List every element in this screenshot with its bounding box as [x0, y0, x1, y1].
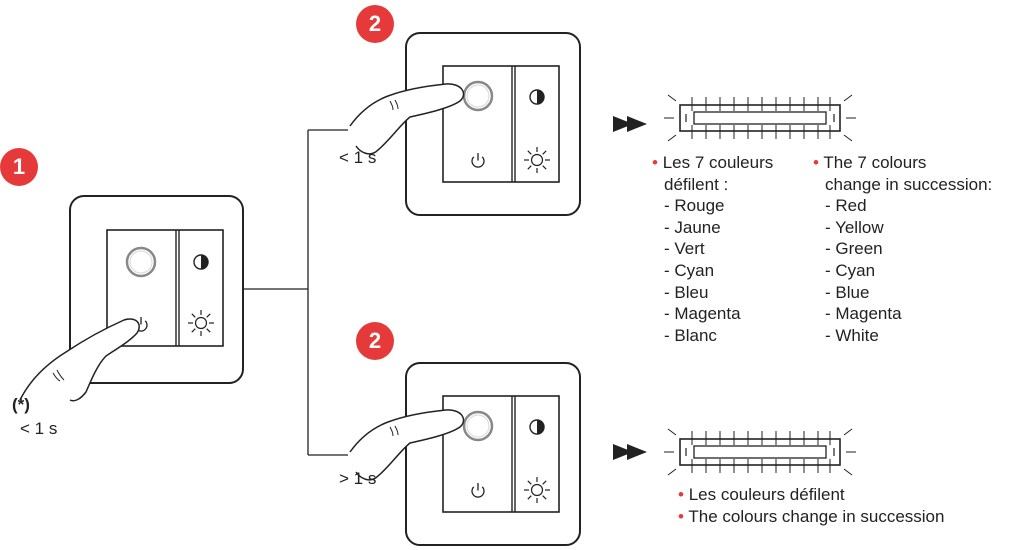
switch-1 — [19, 195, 244, 402]
list-item: - Green — [825, 239, 883, 259]
double-arrow-icon — [613, 116, 647, 132]
list-item: - Cyan — [825, 260, 876, 280]
connector-lines — [243, 129, 348, 456]
bullet: • — [678, 506, 684, 526]
short-press-label-1: < 1 s — [20, 419, 58, 438]
long-press-label: > 1 s — [339, 469, 377, 488]
finger-icon — [349, 409, 465, 481]
french-colour-list: • Les 7 couleurs défilent : - Rouge - Ja… — [652, 152, 773, 346]
list-item: - Blanc — [664, 325, 717, 345]
step-badge-2b: 2 — [356, 322, 394, 360]
list-item: - Magenta — [825, 304, 902, 324]
bullet: • — [678, 485, 684, 504]
led-strip-icon — [663, 94, 857, 142]
list-item: - Rouge — [664, 196, 725, 216]
french-heading-line2: défilent : — [664, 174, 729, 194]
indicator-ring-icon — [462, 410, 494, 442]
english-heading-line1: The 7 colours — [823, 153, 927, 172]
double-arrow-icon — [613, 444, 647, 460]
finger-icon — [349, 83, 465, 155]
finger-icon — [19, 318, 140, 402]
step-badge-2a: 2 — [356, 5, 394, 43]
short-press-label-2: < 1 s — [339, 148, 377, 167]
list-item: - Cyan — [664, 260, 715, 280]
french-heading-line1: Les 7 couleurs — [662, 153, 774, 172]
note-line-2: • The colours change in succession — [678, 506, 944, 528]
english-colour-list: • The 7 colours change in succession: - … — [813, 152, 992, 346]
contrast-icon — [529, 419, 545, 435]
list-item: - Magenta — [664, 304, 741, 324]
contrast-icon — [529, 89, 545, 105]
bullet: • — [652, 153, 658, 172]
list-item: - Jaune — [664, 217, 721, 237]
bullet: • — [813, 153, 819, 172]
switch-2a — [349, 32, 581, 216]
list-item: - Bleu — [664, 282, 709, 302]
list-item: - White — [825, 325, 879, 345]
list-item: - Blue — [825, 282, 870, 302]
english-list-heading: • The 7 colours — [813, 152, 992, 174]
contrast-icon — [193, 254, 209, 270]
note-line-1-text: Les couleurs défilent — [688, 485, 845, 504]
indicator-ring-icon — [462, 80, 494, 112]
english-heading-line2: change in succession: — [825, 174, 993, 194]
asterisk-label: (*) — [12, 395, 30, 414]
list-item: - Yellow — [825, 217, 884, 237]
switch-2b — [349, 362, 581, 546]
indicator-ring-icon — [125, 246, 157, 278]
list-item: - Red — [825, 196, 867, 216]
french-list-heading: • Les 7 couleurs — [652, 152, 773, 174]
list-item: - Vert — [664, 239, 705, 259]
step-badge-1: 1 — [0, 148, 38, 186]
bottom-notes: • Les couleurs défilent • The colours ch… — [678, 484, 944, 527]
note-line-2-text: The colours change in succession — [688, 506, 945, 526]
note-line-1: • Les couleurs défilent — [678, 484, 944, 506]
led-strip-icon — [663, 428, 857, 476]
